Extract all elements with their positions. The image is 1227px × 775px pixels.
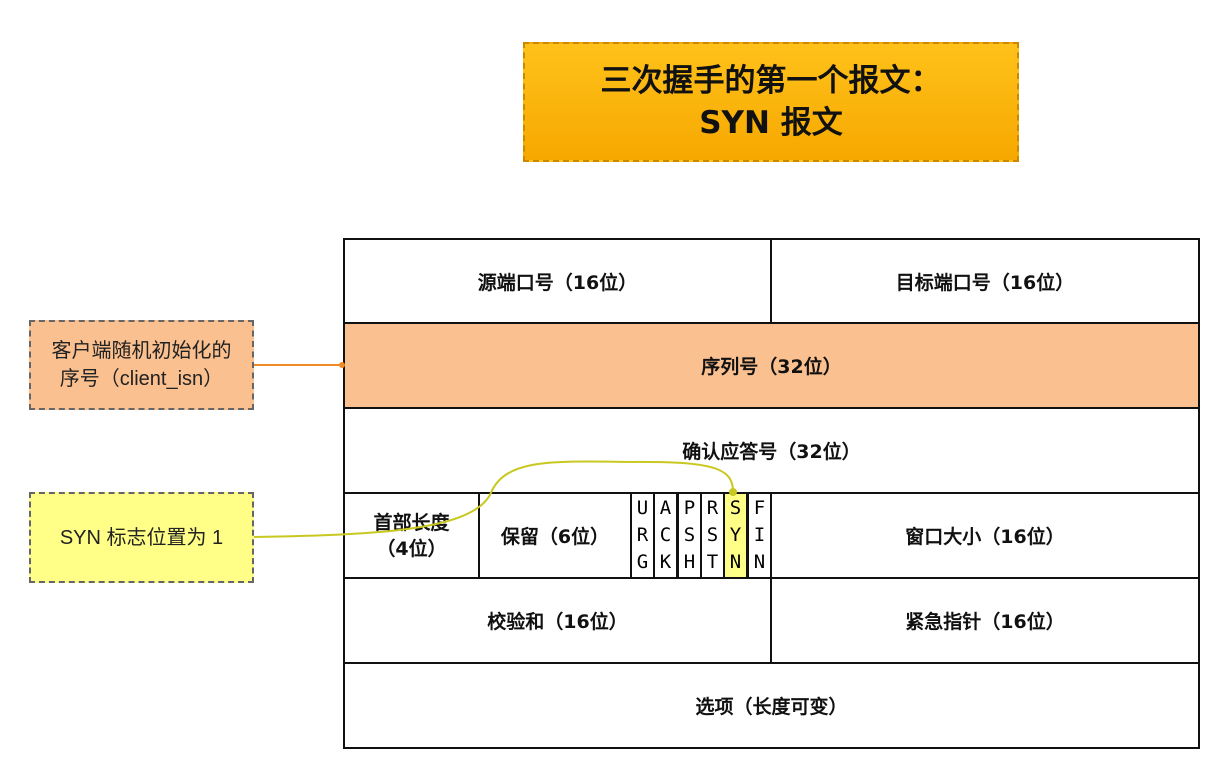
flag-letter: G bbox=[636, 551, 649, 573]
seq-note-line2: 序号（client_isn） bbox=[59, 368, 224, 390]
seq-note: 客户端随机初始化的 序号（client_isn） bbox=[29, 320, 254, 410]
flag-letter: N bbox=[753, 551, 766, 573]
title-line2: SYN 报文 bbox=[699, 105, 843, 141]
seq-connector-dot bbox=[339, 362, 345, 368]
header-length-bits: （4位） bbox=[376, 537, 447, 560]
flag-letter: T bbox=[706, 551, 719, 573]
flag-letter: C bbox=[659, 524, 672, 546]
flag-letter: Y bbox=[729, 524, 742, 546]
title-line1: 三次握手的第一个报文： bbox=[600, 63, 942, 99]
syn-connector-dot bbox=[729, 488, 737, 496]
reserved-field: 保留（6位） bbox=[478, 492, 632, 579]
flag-letter: R bbox=[636, 524, 649, 546]
flag-letter: N bbox=[729, 551, 742, 573]
flag-letter: R bbox=[706, 497, 719, 519]
flag-letter: S bbox=[683, 524, 696, 546]
syn-connector bbox=[253, 460, 734, 538]
urgent-pointer-field: 紧急指针（16位） bbox=[770, 577, 1200, 664]
flag-letter: K bbox=[659, 551, 672, 573]
header-length-label: 首部长度 bbox=[373, 511, 450, 534]
flag-letter: U bbox=[636, 497, 649, 519]
syn-note: SYN 标志位置为 1 bbox=[29, 492, 254, 583]
options-field: 选项（长度可变） bbox=[343, 662, 1200, 749]
flag-letter: H bbox=[683, 551, 696, 573]
flag-letter: P bbox=[683, 497, 696, 519]
flag-letter: A bbox=[659, 497, 672, 519]
window-field: 窗口大小（16位） bbox=[770, 492, 1200, 579]
flag-letter: F bbox=[753, 497, 766, 519]
ack-field: 确认应答号（32位） bbox=[343, 407, 1200, 494]
seq-note-line1: 客户端随机初始化的 bbox=[51, 340, 232, 362]
flag-letter: S bbox=[706, 524, 719, 546]
flag-letter: I bbox=[753, 524, 766, 546]
title-box: 三次握手的第一个报文： SYN 报文 bbox=[523, 42, 1019, 162]
flag-letter: S bbox=[729, 497, 742, 519]
